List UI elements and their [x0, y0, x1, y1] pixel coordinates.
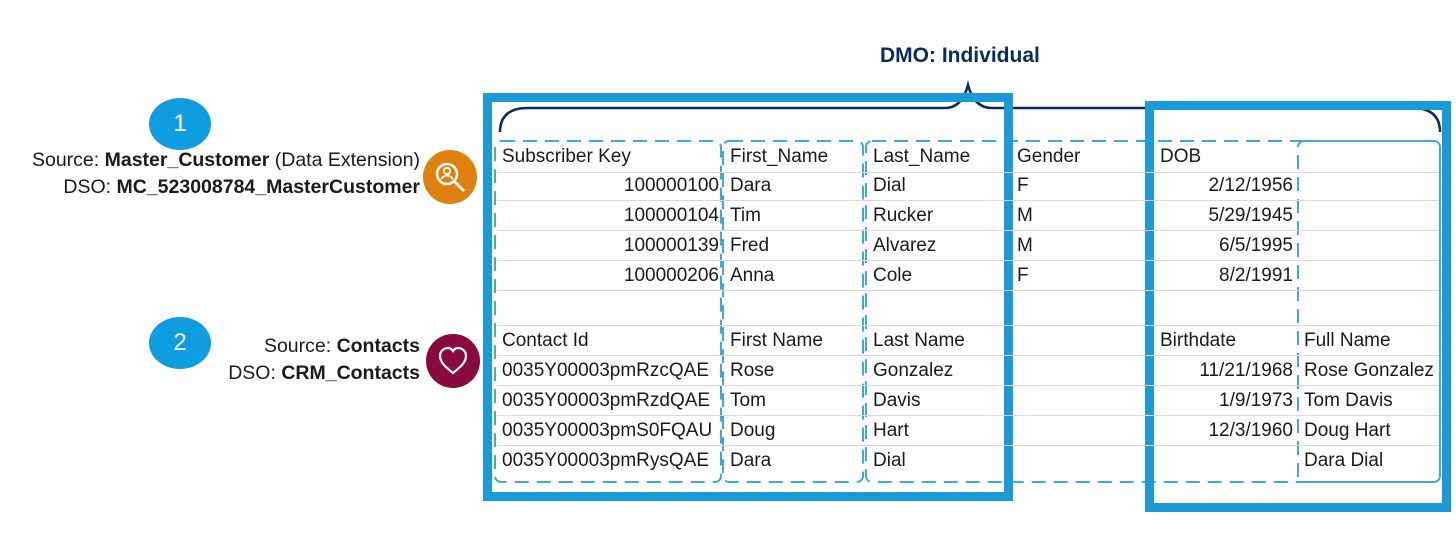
t2-cell: Rose Gonzalez — [1304, 360, 1434, 381]
t2-cell: 0035Y00003pmRzcQAE — [502, 360, 710, 381]
t2-cell: Gonzalez — [873, 360, 954, 381]
t1-cell: Fred — [730, 235, 770, 256]
source-2-line: Source: Contacts — [263, 335, 420, 357]
t2-cell: Dara Dial — [1304, 450, 1384, 471]
t2-header-last-name: Last Name — [873, 330, 965, 351]
t1-cell: 100000206 — [623, 265, 719, 286]
t2-header-contact-id: Contact Id — [502, 330, 589, 351]
t1-cell: 100000139 — [623, 235, 719, 256]
heart-icon — [426, 334, 480, 388]
row-divider — [497, 290, 1439, 291]
t2-cell: 11/21/1968 — [1199, 360, 1293, 381]
t1-header-last-name: Last_Name — [873, 146, 971, 167]
t1-header-dob: DOB — [1160, 146, 1202, 167]
t2-cell: 1/9/1973 — [1219, 390, 1293, 411]
source-1-line: Source: Master_Customer (Data Extension) — [31, 149, 420, 171]
t1-cell: Anna — [730, 265, 775, 286]
t1-cell: 100000100 — [623, 175, 719, 196]
t1-cell: Cole — [873, 265, 913, 286]
t1-cell: Dial — [873, 175, 906, 196]
t2-header-first-name: First Name — [730, 330, 823, 351]
dso-1-line: DSO: MC_523008784_MasterCustomer — [63, 176, 420, 198]
t1-header-subscriber-key: Subscriber Key — [502, 146, 631, 167]
row-divider — [497, 172, 1439, 173]
t2-cell: Tom — [730, 390, 766, 411]
source-1-label: Source: Master_Customer (Data Extension)… — [32, 147, 420, 201]
dso-2-line: DSO: CRM_Contacts — [228, 362, 420, 384]
t1-cell: Rucker — [873, 205, 934, 226]
col-box-2 — [722, 140, 864, 483]
t1-cell: M — [1017, 235, 1033, 256]
t2-cell: Doug Hart — [1304, 420, 1391, 441]
step-2-badge: 2 — [149, 317, 211, 369]
t2-cell: Rose — [730, 360, 775, 381]
t2-cell: Davis — [873, 390, 921, 411]
t1-cell: 8/2/1991 — [1219, 265, 1293, 286]
search-person-icon — [423, 150, 477, 204]
t1-cell: Tim — [730, 205, 761, 226]
row-divider — [497, 385, 1439, 386]
t1-header-first-name: First_Name — [730, 146, 829, 167]
t2-cell: Doug — [730, 420, 776, 441]
t2-cell: Dial — [873, 450, 906, 471]
t2-cell: 0035Y00003pmRysQAE — [502, 450, 710, 471]
dmo-title: DMO: Individual — [880, 44, 1040, 67]
t1-cell: Dara — [730, 175, 772, 196]
t1-cell: F — [1017, 265, 1029, 286]
t1-cell: F — [1017, 175, 1029, 196]
col-box-6 — [1297, 140, 1441, 483]
t2-cell: Dara — [730, 450, 772, 471]
t1-cell: M — [1017, 205, 1033, 226]
highlight-box-left — [483, 93, 1013, 501]
row-divider — [497, 260, 1439, 261]
t2-cell: 0035Y00003pmRzdQAE — [502, 390, 711, 411]
row-divider — [497, 230, 1439, 231]
t2-cell: Tom Davis — [1304, 390, 1393, 411]
row-divider — [497, 355, 1439, 356]
t1-cell: 5/29/1945 — [1208, 205, 1293, 226]
row-divider — [497, 325, 1439, 326]
t2-cell: 12/3/1960 — [1208, 420, 1293, 441]
row-divider — [497, 200, 1439, 201]
t2-cell: 0035Y00003pmS0FQAU — [502, 420, 713, 441]
t1-cell: 100000104 — [623, 205, 719, 226]
t1-header-gender: Gender — [1017, 146, 1081, 167]
col-box-1 — [494, 140, 722, 483]
t2-header-full-name: Full Name — [1304, 330, 1391, 351]
t2-cell: Hart — [873, 420, 909, 441]
row-divider — [497, 445, 1439, 446]
t1-cell: 6/5/1995 — [1219, 235, 1293, 256]
t1-cell: Alvarez — [873, 235, 937, 256]
t2-header-birthdate: Birthdate — [1160, 330, 1237, 351]
step-1-badge: 1 — [149, 98, 211, 150]
row-divider — [497, 415, 1439, 416]
highlight-box-right — [1145, 101, 1451, 512]
source-2-label: Source: Contacts DSO: CRM_Contacts — [228, 333, 420, 387]
t1-cell: 2/12/1956 — [1208, 175, 1293, 196]
